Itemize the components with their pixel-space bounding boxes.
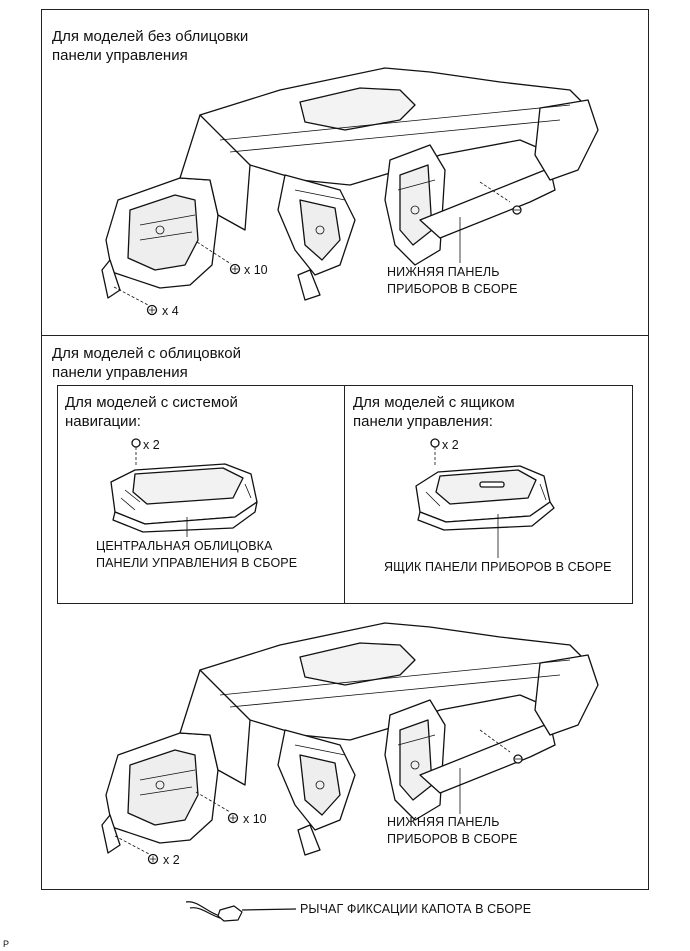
leader-line — [479, 181, 511, 203]
dashboard-reinforcement-top — [101, 67, 599, 301]
section-top-heading: Для моделей без облицовки панели управле… — [52, 28, 249, 64]
screw-icon — [512, 205, 522, 215]
screw-icon — [430, 438, 440, 465]
leader-line — [113, 286, 149, 306]
part-label-lower-panel-bottom: НИЖНЯЯ ПАНЕЛЬ ПРИБОРОВ В СБОРЕ — [387, 815, 518, 846]
bolt-count-bottom-b: x 2 — [163, 853, 180, 867]
section-bottom-heading: Для моделей с облицовкой панели управлен… — [52, 345, 242, 381]
figure-code: P — [3, 939, 10, 949]
instrument-panel-box — [415, 465, 555, 531]
leader-line — [479, 729, 511, 753]
box-variant-screw-count: x 2 — [442, 438, 459, 452]
part-label-hood-lock-lever: РЫЧАГ ФИКСАЦИИ КАПОТА В СБОРЕ — [300, 902, 532, 916]
screw-icon — [513, 754, 523, 764]
bolt-icon — [147, 853, 159, 865]
center-cluster-finish-panel — [110, 463, 258, 533]
leader-line — [114, 835, 150, 855]
part-label-center-cluster: ЦЕНТРАЛЬНАЯ ОБЛИЦОВКА ПАНЕЛИ УПРАВЛЕНИЯ … — [96, 539, 298, 570]
leader-line — [497, 514, 499, 558]
hood-lock-lever-icon — [185, 901, 297, 922]
bolt-icon — [229, 263, 241, 275]
variants-divider — [344, 385, 345, 604]
variants-frame — [57, 385, 633, 604]
leader-line — [459, 768, 461, 814]
bolt-count-top-b: x 4 — [162, 304, 179, 318]
nav-variant-heading: Для моделей с системой навигации: — [65, 394, 238, 430]
leader-line — [195, 791, 231, 813]
screw-icon — [131, 438, 141, 465]
part-label-lower-panel-top: НИЖНЯЯ ПАНЕЛЬ ПРИБОРОВ В СБОРЕ — [387, 265, 518, 296]
leader-line — [459, 217, 461, 263]
leader-line — [196, 241, 232, 265]
leader-line — [186, 517, 188, 537]
section-bottom-frame — [41, 335, 649, 890]
bolt-icon — [146, 304, 158, 316]
bolt-count-top-a: x 10 — [244, 263, 268, 277]
box-variant-heading: Для моделей с ящиком панели управления: — [353, 394, 515, 430]
dashboard-reinforcement-bottom — [101, 622, 599, 856]
bolt-count-bottom-a: x 10 — [243, 812, 267, 826]
nav-variant-screw-count: x 2 — [143, 438, 160, 452]
bolt-icon — [227, 812, 239, 824]
part-label-panel-box: ЯЩИК ПАНЕЛИ ПРИБОРОВ В СБОРЕ — [384, 560, 612, 574]
